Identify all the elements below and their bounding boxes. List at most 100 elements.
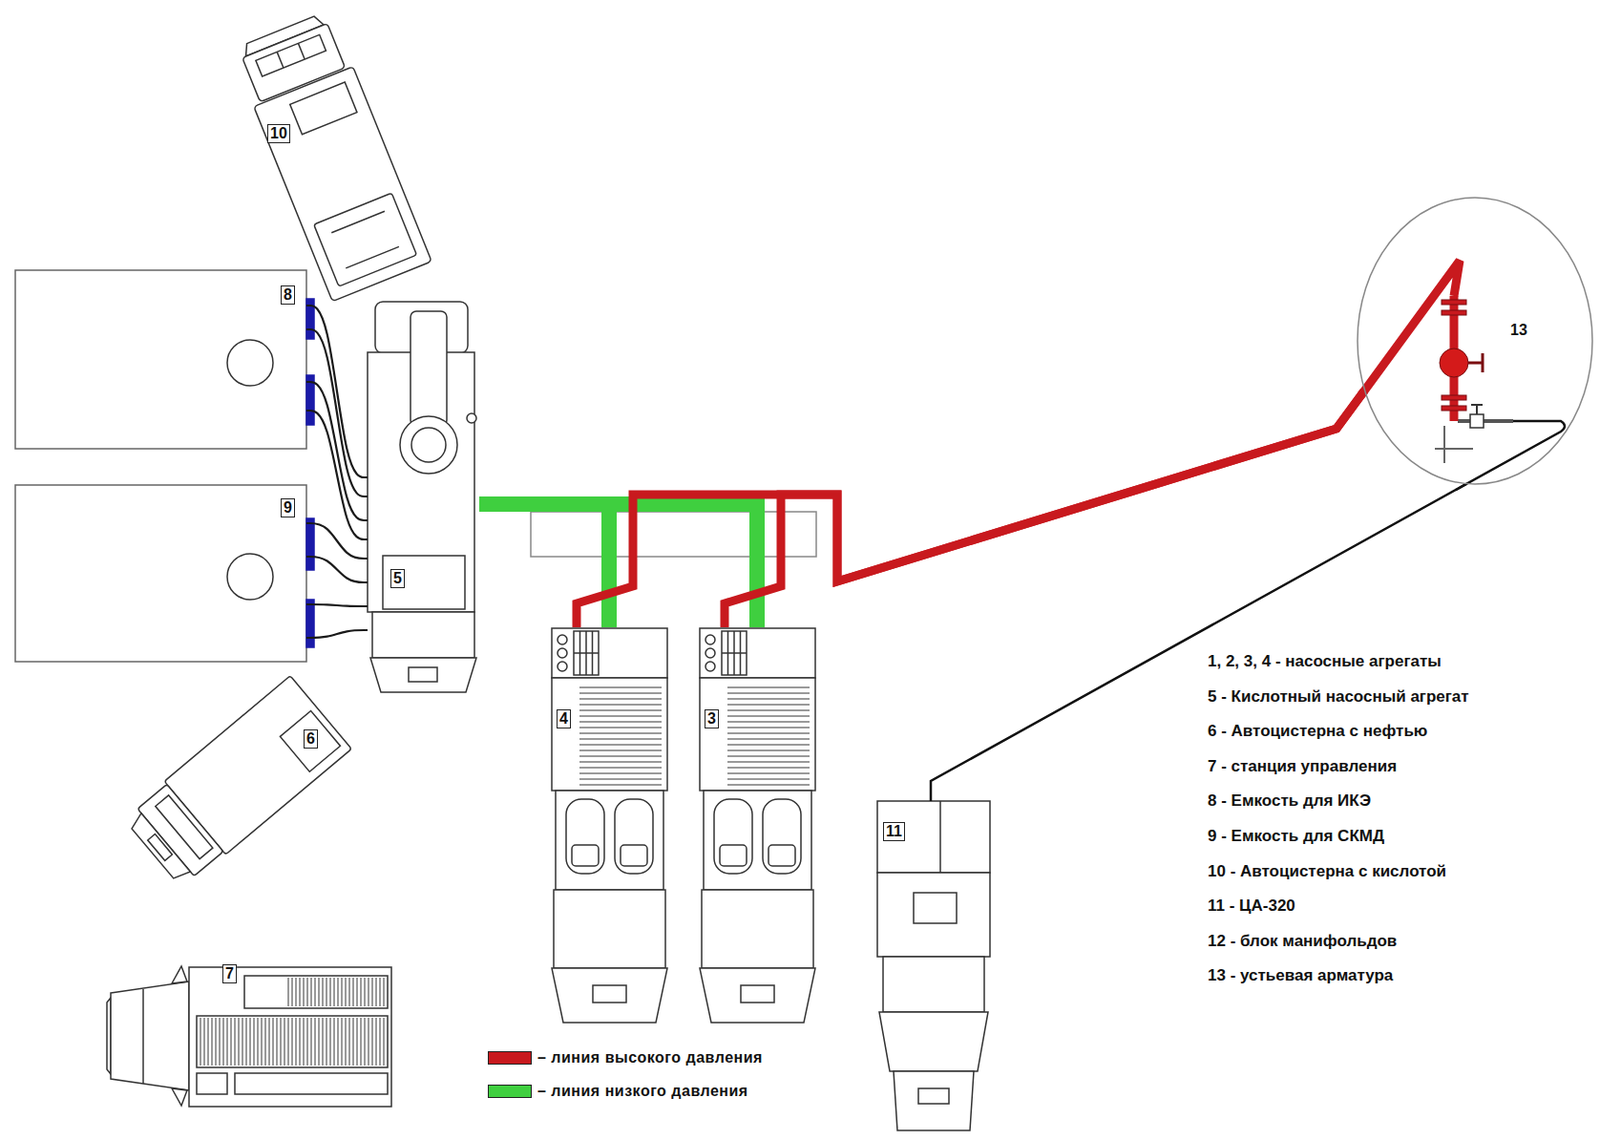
legend-swatch <box>487 1084 532 1098</box>
key-entry: 13 - устьевая арматура <box>1207 966 1470 1002</box>
acid-pump-drawing-part <box>411 427 446 463</box>
wellhead-drawing-part <box>1441 299 1467 305</box>
legend-text: – линия высокого давления <box>537 1048 763 1068</box>
wellhead-drawing-part <box>1441 405 1467 411</box>
skmd-tank: 9 <box>15 484 307 662</box>
ca320-drawing-part <box>918 1088 949 1104</box>
control-station-drawing-part <box>142 989 145 1084</box>
skmd-tank-drawing-part <box>227 553 274 600</box>
ca320-drawing-part <box>893 1071 974 1131</box>
skmd-tank-drawing-part <box>15 484 307 662</box>
oil-tanker-drawing <box>122 675 352 890</box>
control-station-drawing-part <box>110 981 190 1091</box>
wellhead-drawing <box>1361 260 1565 490</box>
acid-tanker-drawing-part <box>276 42 305 68</box>
callout-number: 10 <box>267 124 291 144</box>
callout-ellipse <box>1357 197 1593 485</box>
key-entry: 12 - блок манифольдов <box>1207 931 1470 968</box>
pump-unit: 3 <box>698 627 817 1026</box>
key-entry: 8 - Емкость для ИКЭ <box>1207 791 1470 827</box>
pump-unit-drawing <box>551 628 668 1023</box>
callout-number: 8 <box>280 285 295 305</box>
acid-tanker-drawing-part <box>331 210 400 269</box>
control-station-drawing-part <box>196 1015 388 1068</box>
callout-number: 7 <box>222 964 237 984</box>
acid-tanker-drawing-part <box>290 82 358 135</box>
ike-tank-drawing-part <box>227 339 274 386</box>
ca320-unit: 11 <box>877 800 990 1134</box>
key-entry: 5 - Кислотный насосный агрегат <box>1207 687 1470 723</box>
line-legend: – линия высокого давления – линия низкого… <box>487 1040 763 1108</box>
control-station-drawing-part <box>171 1088 188 1106</box>
control-station: 7 <box>106 959 394 1111</box>
callout-number: 5 <box>390 568 405 589</box>
wellhead-drawing-part <box>1470 414 1484 428</box>
control-station-drawing-part <box>171 966 188 984</box>
acid-tanker: 10 <box>233 9 430 302</box>
ca320-drawing-part <box>877 872 990 957</box>
key-entry: 6 - Автоцистерна с нефтью <box>1207 721 1470 758</box>
acid-pump-drawing <box>367 301 477 693</box>
legend-item: – линия высокого давления <box>487 1040 763 1074</box>
legend-text: – линия низкого давления <box>537 1081 749 1101</box>
hose-line <box>306 305 368 540</box>
key-list: 1, 2, 3, 4 - насосные агрегаты5 - Кислот… <box>1207 652 1470 1002</box>
callout-number: 4 <box>556 709 571 729</box>
ca320-drawing <box>877 800 990 1131</box>
callout-number: 9 <box>280 498 295 518</box>
key-entry: 10 - Автоцистерна с кислотой <box>1207 862 1470 898</box>
skmd-tank-drawing-part <box>306 599 315 648</box>
acid-tanker-drawing-part <box>253 66 432 302</box>
manifold-block-drawing <box>530 511 817 557</box>
acid-pump-drawing-part <box>410 311 447 426</box>
acid-pump-drawing-part <box>466 413 477 423</box>
control-line <box>930 484 1467 801</box>
control-station-drawing-part <box>286 977 386 1007</box>
key-entry: 7 - станция управления <box>1207 757 1470 793</box>
high-pressure-line <box>576 391 1365 628</box>
ca320-drawing-part <box>877 800 990 873</box>
ike-tank: 8 <box>15 270 307 449</box>
acid-pump-drawing-part <box>372 611 475 658</box>
key-entry: 1, 2, 3, 4 - насосные агрегаты <box>1207 652 1470 688</box>
wellhead-drawing-part <box>1455 421 1565 490</box>
acid-pump-drawing-part <box>400 416 458 474</box>
callout-number: 6 <box>303 729 318 749</box>
pump-unit-drawing <box>699 628 816 1023</box>
key-entry: 11 - ЦА-320 <box>1207 896 1470 932</box>
oil-tanker: 6 <box>117 678 358 888</box>
ca320-drawing-part <box>879 1011 989 1072</box>
skmd-tank-drawing-part <box>306 518 315 570</box>
wellhead-drawing-part <box>1441 395 1467 400</box>
ike-tank-drawing <box>15 270 315 449</box>
callout-number: 13 <box>1510 321 1528 339</box>
acid-pump-drawing-part <box>382 555 465 610</box>
low-pressure-line <box>479 504 758 628</box>
callout-number: 11 <box>883 821 906 842</box>
legend-item: – линия низкого давления <box>487 1073 763 1108</box>
wellhead-drawing-part <box>1361 260 1460 396</box>
control-station-drawing-part <box>244 975 388 1009</box>
acid-pump-drawing-part <box>408 667 438 682</box>
control-station-drawing-part <box>198 1017 386 1066</box>
ca320-drawing-part <box>939 800 942 873</box>
skmd-tank-drawing <box>15 484 315 662</box>
wellhead-drawing-part <box>1457 419 1514 423</box>
oil-tanker-drawing-part <box>127 813 190 884</box>
site-illustration-part <box>15 9 1565 1131</box>
manifold-block-drawing-part <box>530 511 817 557</box>
legend-swatch <box>487 1051 532 1065</box>
acid-pump-unit: 5 <box>367 300 480 695</box>
ca320-drawing-part <box>913 892 957 924</box>
pump-unit: 4 <box>550 627 669 1026</box>
acid-pump-drawing-part <box>370 657 477 693</box>
ike-tank-drawing-part <box>15 270 307 449</box>
wellhead-drawing-part <box>1468 353 1483 373</box>
key-entry: 9 - Емкость для СКМД <box>1207 826 1470 863</box>
high-pressure-line <box>724 391 1365 628</box>
acid-tanker-drawing-part <box>314 192 418 287</box>
control-station-drawing-part <box>189 967 392 1107</box>
wellhead-callout: 13 <box>1356 196 1594 485</box>
oil-tanker-drawing-part <box>147 834 173 862</box>
